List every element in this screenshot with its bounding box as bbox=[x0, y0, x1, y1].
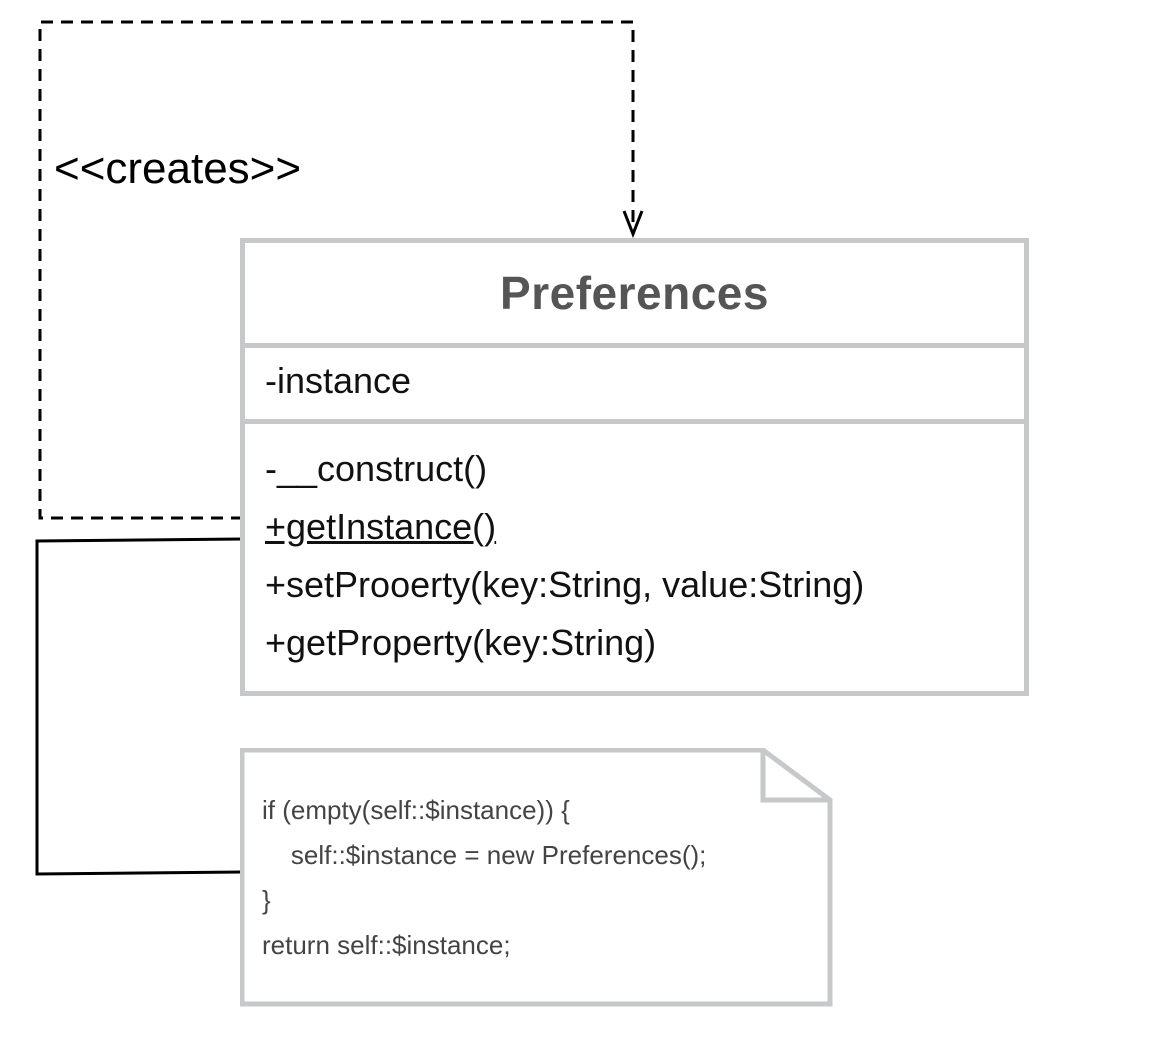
note-body: if (empty(self::$instance)) { self::$ins… bbox=[262, 788, 706, 968]
class-preferences: Preferences -instance -__construct() +ge… bbox=[240, 238, 1029, 696]
operation-get-property: +getProperty(key:String) bbox=[265, 622, 657, 663]
code-note: if (empty(self::$instance)) { self::$ins… bbox=[240, 748, 834, 1008]
creates-dependency-line bbox=[38, 20, 635, 520]
attribute-instance: -instance bbox=[265, 360, 412, 401]
creates-stereotype-label: <<creates>> bbox=[54, 144, 302, 193]
note-folded-corner-icon bbox=[760, 750, 830, 803]
note-line: if (empty(self::$instance)) { bbox=[262, 795, 570, 825]
note-frame bbox=[240, 748, 833, 1007]
operations-compartment: -__construct() +getInstance() +setProoer… bbox=[245, 424, 1024, 672]
dependency-arrowhead bbox=[622, 210, 644, 239]
attributes-compartment: -instance bbox=[245, 348, 1024, 424]
class-name-compartment: Preferences bbox=[245, 243, 1024, 348]
operation-set-property: +setProoerty(key:String, value:String) bbox=[265, 564, 865, 605]
note-line: return self::$instance; bbox=[262, 930, 511, 960]
operation-construct: -__construct() bbox=[265, 448, 488, 489]
operation-get-instance: +getInstance() bbox=[265, 506, 497, 547]
note-line: self::$instance = new Preferences(); bbox=[262, 840, 707, 870]
note-line: } bbox=[262, 885, 271, 915]
class-name: Preferences bbox=[500, 267, 769, 319]
note-anchor-line bbox=[35, 537, 244, 876]
